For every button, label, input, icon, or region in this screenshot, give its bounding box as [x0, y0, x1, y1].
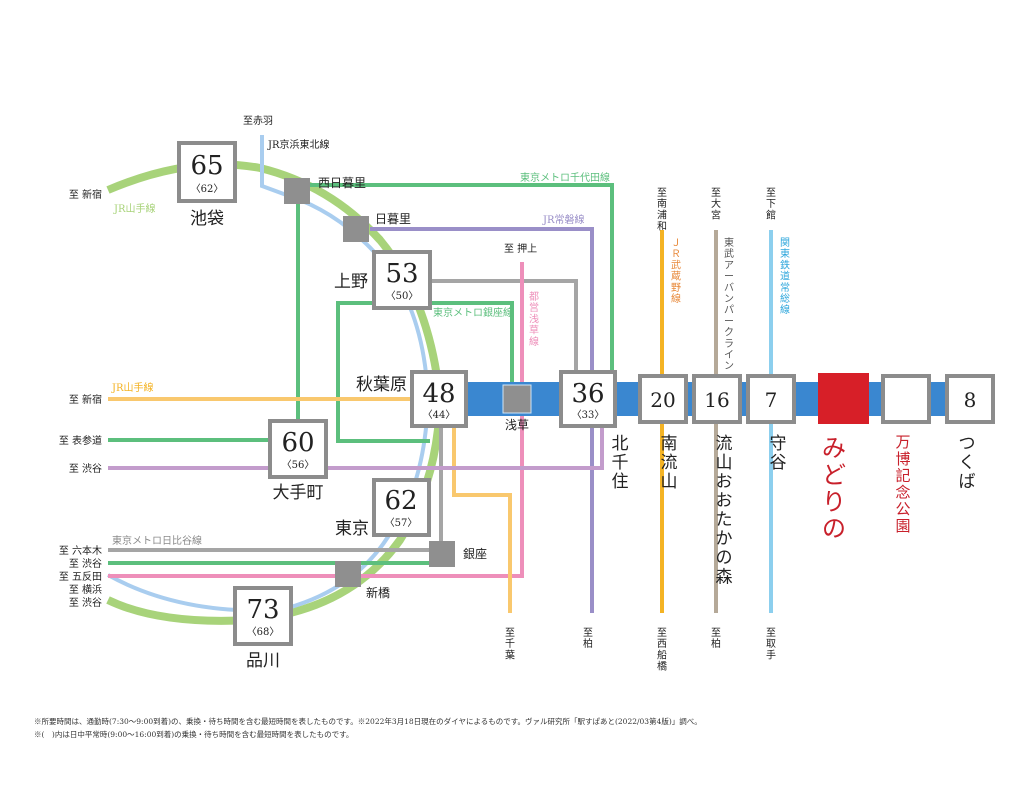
dest-nishifunabashi: 至西船橋 [657, 627, 667, 673]
dest-chiba: 至千葉 [505, 627, 515, 661]
station-box-nagareyama-otakanomori[interactable]: 16 [692, 374, 742, 424]
time-tokyo: 62 [384, 486, 417, 516]
station-box-banpaku[interactable] [881, 374, 931, 424]
dest-kashiwa2: 至柏 [711, 627, 721, 650]
station-box-ueno[interactable]: 53 〈50〉 [372, 250, 432, 310]
name-tokyo: 東京 [335, 519, 369, 539]
name-asakusa: 浅草 [505, 418, 529, 432]
dest-akabane: 至赤羽 [243, 115, 273, 127]
line-labels: JR山手線 JR山手線 JR京浜東北線 東京メトロ千代田線 JR常磐線 東京メト… [111, 138, 790, 547]
label-yamanote-left: JR山手線 [111, 381, 154, 394]
transfer-nippori[interactable] [343, 216, 369, 242]
label-kanto-joso: 関東鉄道常総線 [780, 237, 790, 316]
label-asakusa: 都営浅草線 [529, 291, 539, 348]
time-moriya: 7 [765, 388, 778, 412]
time-otemachi: 60 [281, 428, 314, 458]
name-moriya: 守谷 [770, 434, 787, 473]
transfer-shinbashi[interactable] [335, 561, 361, 587]
dest-shibuya-low1: 至 渋谷 [69, 557, 102, 570]
transfer-stations [284, 178, 532, 587]
transfer-ginza[interactable] [429, 541, 455, 567]
time-tsukuba: 8 [964, 388, 977, 412]
station-box-shinagawa[interactable]: 73 〈68〉 [233, 586, 293, 646]
dest-gotanda: 至 五反田 [59, 571, 102, 583]
station-box-kitasenju[interactable]: 36 〈33〉 [559, 370, 617, 428]
label-hibiya: 東京メトロ日比谷線 [112, 534, 202, 547]
label-keihin-tohoku: JR京浜東北線 [267, 138, 330, 151]
station-box-otemachi[interactable]: 60 〈56〉 [268, 419, 328, 479]
time-ueno: 53 [385, 259, 418, 289]
dest-roppongi: 至 六本木 [59, 544, 102, 557]
name-akihabara: 秋葉原 [356, 375, 407, 395]
name-otemachi: 大手町 [273, 483, 324, 503]
name-ginza: 銀座 [463, 546, 487, 561]
line-chiyoda [108, 183, 614, 442]
offpeak-kitasenju: 〈33〉 [572, 409, 605, 421]
label-chiyoda: 東京メトロ千代田線 [520, 171, 610, 184]
line-joban [370, 227, 594, 613]
offpeak-ueno: 〈50〉 [386, 290, 419, 302]
dest-kashiwa1: 至柏 [583, 627, 593, 650]
label-musashino: ＪＲ武蔵野線 [671, 238, 681, 305]
line-sobu [108, 397, 512, 613]
time-akihabara: 48 [422, 379, 455, 409]
time-shinagawa: 73 [246, 595, 279, 625]
station-box-minaminagareyama[interactable]: 20 [638, 374, 688, 424]
name-ueno: 上野 [334, 272, 368, 292]
transfer-nishinippori[interactable] [284, 178, 310, 204]
line-ginza [336, 301, 514, 443]
footnote-1: ※所要時間は、通勤時(7:30〜9:00到着)の、乗換・待ち時間を含む最短時間を… [34, 717, 702, 726]
time-ikebukuro: 65 [190, 151, 223, 181]
label-joban: JR常磐線 [542, 213, 585, 226]
name-nishinippori: 西日暮里 [318, 176, 366, 190]
offpeak-akihabara: 〈44〉 [423, 409, 456, 421]
dest-omotesando: 至 表参道 [59, 434, 102, 447]
station-box-tokyo[interactable]: 62 〈57〉 [372, 478, 431, 537]
line-asakusa [108, 262, 524, 578]
label-ginza: 東京メトロ銀座線 [433, 306, 513, 319]
offpeak-otemachi: 〈56〉 [282, 459, 315, 471]
timed-stations: 65 〈62〉 53 〈50〉 48 〈44〉 36 〈33〉 60 〈56〉 … [177, 141, 995, 646]
dest-omiya: 至大宮 [711, 187, 721, 221]
name-nippori: 日暮里 [375, 212, 411, 226]
destinations: 至 新宿 至赤羽 至 押上 至 新宿 至 表参道 至 渋谷 至 六本木 至 渋谷… [59, 115, 776, 673]
dest-shinjuku-top: 至 新宿 [69, 188, 102, 201]
name-midorino: みどりの [822, 434, 846, 543]
dest-oshiage: 至 押上 [504, 242, 537, 255]
dest-shimodate: 至下館 [766, 187, 776, 221]
time-kitasenju: 36 [571, 379, 604, 409]
dest-shibuya-mid: 至 渋谷 [69, 462, 102, 475]
name-tsukuba: つくば [959, 434, 976, 492]
name-nagareyama-otakanomori: 流山おおたかの森 [716, 434, 733, 587]
name-ikebukuro: 池袋 [190, 209, 224, 229]
offpeak-shinagawa: 〈68〉 [247, 626, 280, 638]
offpeak-ikebukuro: 〈62〉 [191, 183, 224, 195]
line-hibiya [108, 279, 578, 553]
label-yamanote-top: JR山手線 [113, 202, 156, 215]
time-nagareyama-otakanomori: 16 [704, 388, 729, 412]
time-minaminagareyama: 20 [650, 388, 675, 412]
transfer-asakusa[interactable] [502, 384, 532, 414]
station-box-tsukuba[interactable]: 8 [945, 374, 995, 424]
label-urban-park: 東武アーバンパークライン [724, 236, 734, 372]
offpeak-tokyo: 〈57〉 [385, 517, 418, 529]
station-box-akihabara[interactable]: 48 〈44〉 [410, 370, 468, 428]
name-kitasenju: 北千住 [612, 434, 629, 492]
dest-yokohama: 至 横浜 [69, 583, 102, 596]
dest-toride: 至取手 [766, 627, 776, 661]
station-box-ikebukuro[interactable]: 65 〈62〉 [177, 141, 237, 203]
station-box-midorino[interactable] [818, 373, 869, 424]
station-names: 池袋 上野 秋葉原 大手町 東京 品川 西日暮里 日暮里 浅草 銀座 新橋 北千… [190, 176, 976, 671]
dest-shinjuku-mid: 至 新宿 [69, 393, 102, 406]
name-banpaku: 万博記念公園 [895, 433, 910, 535]
name-shinagawa: 品川 [246, 651, 280, 671]
footnote-2: ※( )内は日中平常時(9:00〜16:00到着)の乗換・待ち時間を含む最短時間… [34, 730, 354, 739]
name-shinbashi: 新橋 [366, 585, 390, 600]
station-box-moriya[interactable]: 7 [746, 374, 796, 424]
name-minaminagareyama: 南流山 [661, 434, 678, 492]
dest-shibuya-low2: 至 渋谷 [69, 596, 102, 609]
dest-minamiurawa: 至南浦和 [657, 187, 667, 233]
